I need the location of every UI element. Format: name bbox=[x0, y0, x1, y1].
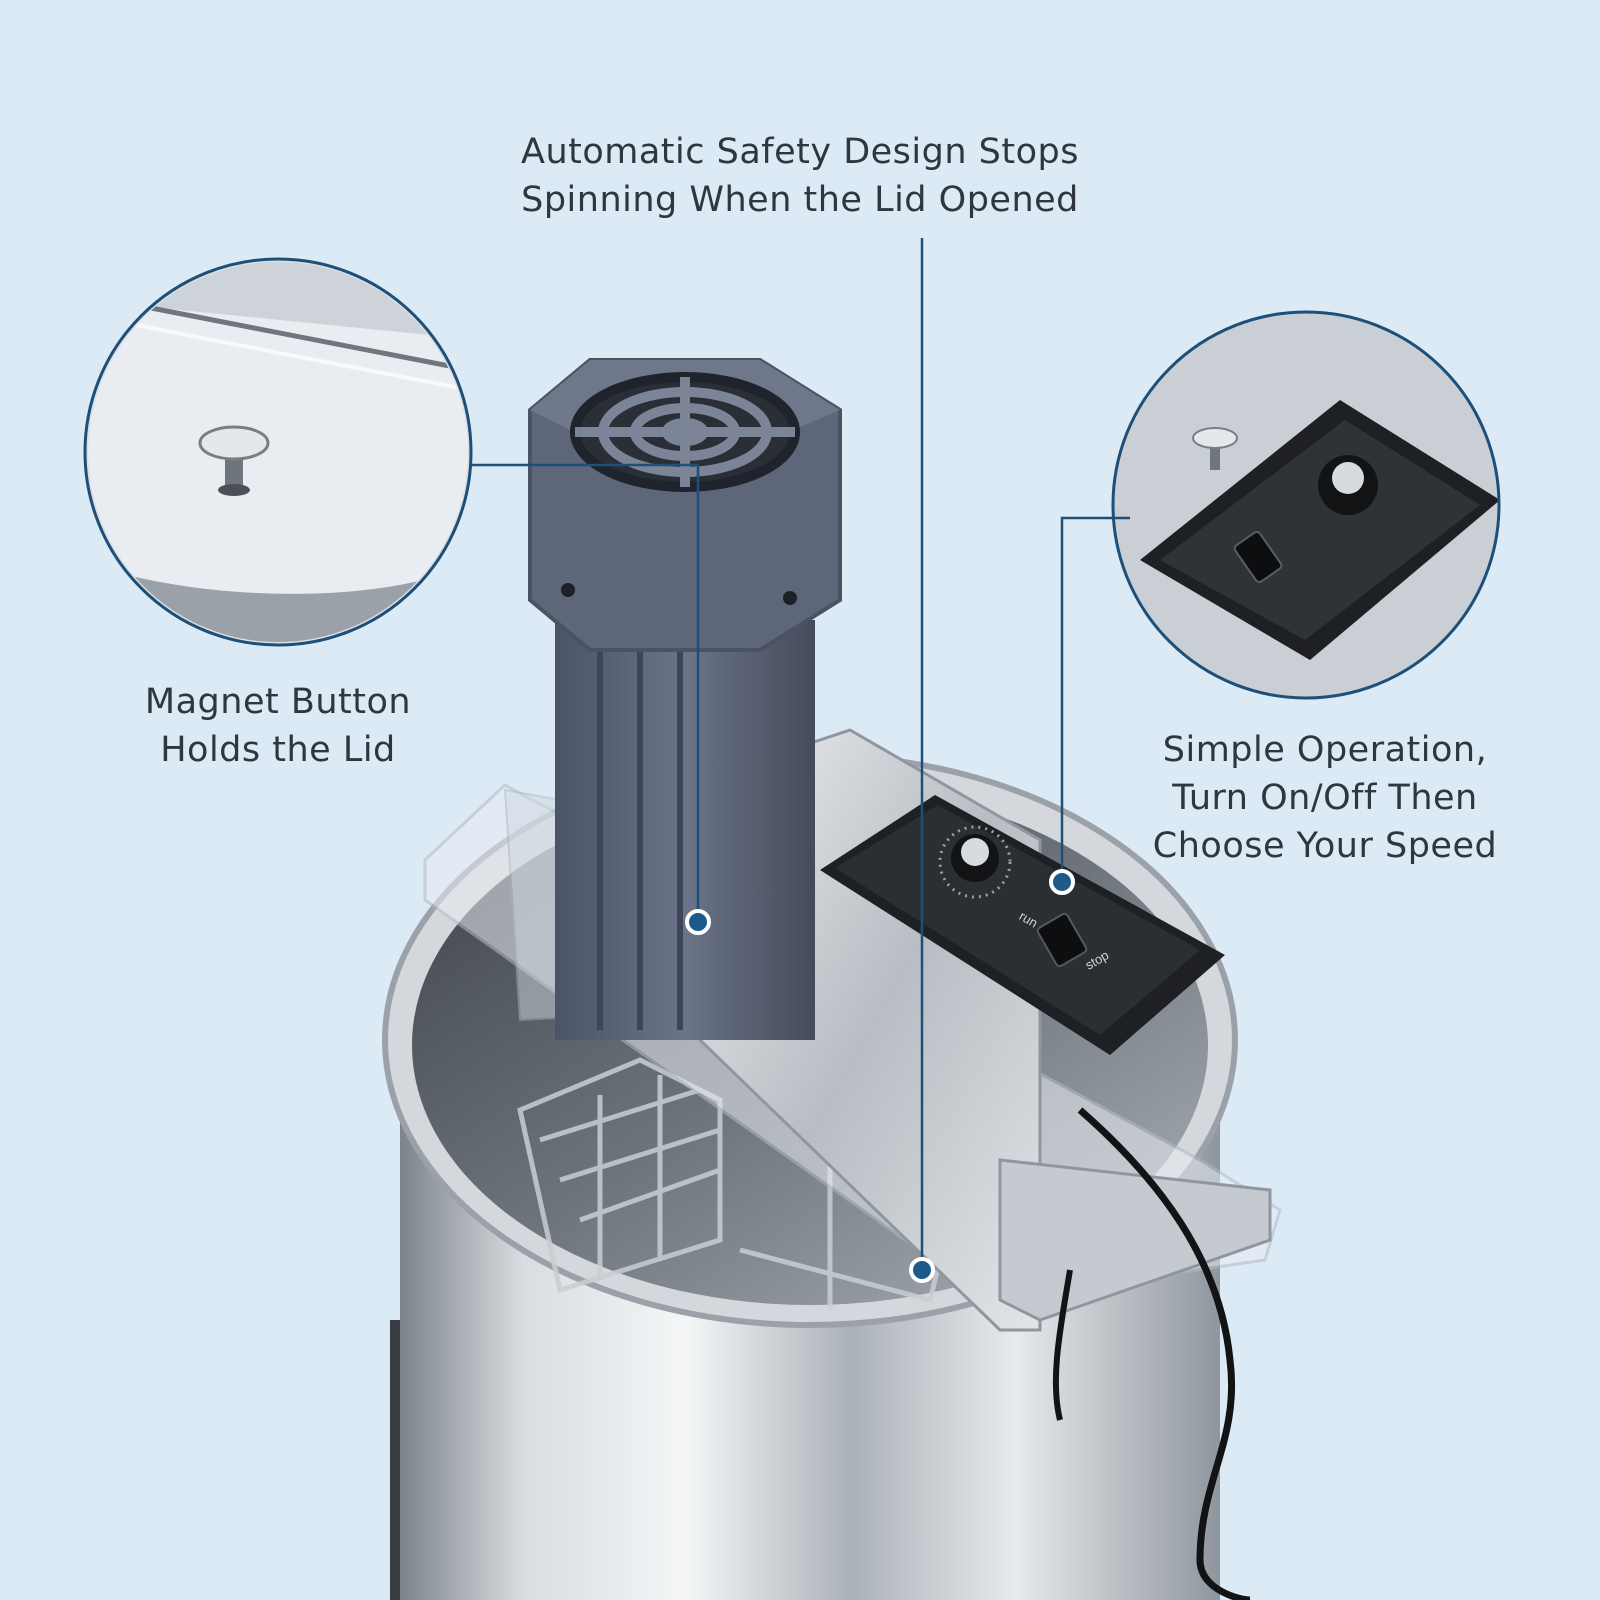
magnet-caption-line-1: Magnet Button bbox=[144, 682, 412, 722]
safety-caption-line-1: Automatic Safety Design Stops bbox=[521, 132, 1079, 172]
magnet-button-inset bbox=[83, 257, 473, 647]
magnet-callout-line bbox=[470, 463, 700, 920]
magnet-knob-icon bbox=[198, 425, 270, 496]
safety-callout-dot bbox=[909, 1257, 935, 1283]
magnet-knob-small-icon bbox=[1192, 427, 1238, 470]
motor bbox=[528, 358, 842, 1040]
callout-lines bbox=[470, 238, 1130, 1268]
simple-caption-line-1: Simple Operation, bbox=[1162, 730, 1488, 770]
simple-operation-caption: Simple Operation, Turn On/Off Then Choos… bbox=[1110, 726, 1540, 870]
speed-knob bbox=[938, 825, 1012, 899]
magnet-caption-line-2: Holds the Lid bbox=[160, 730, 396, 770]
control-panel-inset bbox=[1111, 310, 1501, 700]
callout-dots bbox=[685, 869, 1075, 1283]
magnet-callout-dot bbox=[685, 909, 711, 935]
simple-caption-line-2: Turn On/Off Then bbox=[1172, 778, 1478, 818]
simple-callout-line bbox=[1060, 516, 1130, 882]
magnet-button-caption: Magnet Button Holds the Lid bbox=[98, 678, 458, 774]
simple-callout-dot bbox=[1049, 869, 1075, 895]
simple-caption-line-3: Choose Your Speed bbox=[1152, 826, 1498, 866]
safety-caption-line-2: Spinning When the Lid Opened bbox=[521, 180, 1079, 220]
fan-grille-icon bbox=[570, 372, 800, 492]
safety-design-caption: Automatic Safety Design Stops Spinning W… bbox=[480, 128, 1120, 224]
power-cable bbox=[1077, 1107, 1251, 1600]
